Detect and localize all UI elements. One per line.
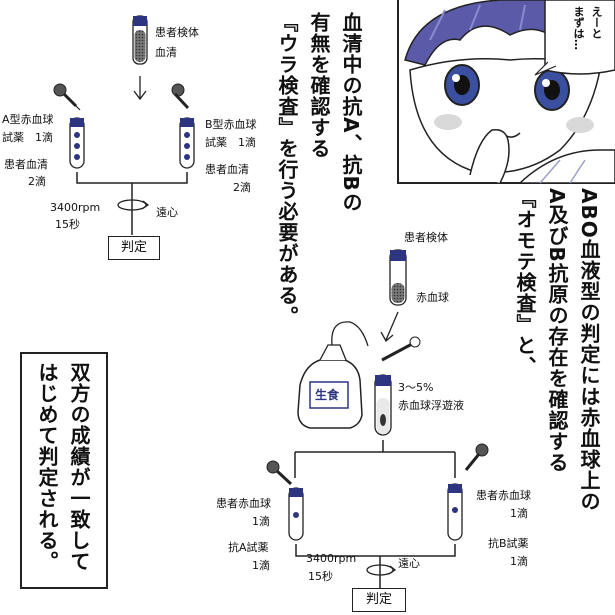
speech-line-2: まずは… [572,6,585,50]
omote-suspension-percent: 3〜5% [398,381,434,394]
omote-right-pipette [464,443,489,471]
omote-left-reagent: 抗A試薬 [228,541,269,554]
ura-centrifuge-speed: 3400rpm [50,201,101,214]
speech-line-1: えーと [590,6,603,39]
omote-sample-tube [389,249,407,306]
omote-suspension-tube [374,374,392,436]
ura-left-reagent: A型赤血球 [2,113,54,126]
ura-left-serum: 患者血清 [4,158,48,171]
ura-right-reagent-amount: 試薬 1滴 [205,136,256,149]
ura-centrifuge-time: 15秒 [55,218,80,231]
ura-heading-line-1: 血清中の抗A、抗Bの [339,12,363,213]
ura-sample-tube [132,15,148,65]
omote-right-tube [447,483,463,541]
omote-suspension-label: 赤血球浮遊液 [398,399,464,412]
ura-heading-line-3: 『ウラ検査』を行う必要がある。 [275,12,299,327]
omote-left-tube [288,487,304,541]
ura-left-reagent-amount: 試薬 1滴 [2,131,53,144]
ura-left-pipette [53,83,81,111]
omote-sample-label: 患者検体 [404,231,448,244]
omote-centrifuge-time: 15秒 [308,570,333,583]
omote-left-pipette [266,460,293,486]
omote-right-reagent-amount: 1滴 [510,555,528,568]
omote-right-cells: 患者赤血球 [476,489,531,502]
ura-centrifuge-label: 遠心 [156,206,178,219]
ura-right-serum-amount: 2滴 [233,181,251,194]
ura-heading-line-2: 有無を確認する [307,12,331,159]
ura-left-serum-amount: 2滴 [28,175,46,188]
omote-left-reagent-amount: 1滴 [252,559,270,572]
conclusion-line-2: はじめて判定される。 [35,362,59,572]
manga-panel [397,0,615,184]
ura-result-box: 判定 [108,236,160,260]
omote-heading-line-1: ABO血液型の判定には赤血球上の [577,188,601,512]
omote-heading-line-2: A及びB抗原の存在を確認する [545,188,569,473]
omote-centrifuge-label: 遠心 [398,557,420,570]
ura-right-tube [179,117,195,169]
conclusion-box: 双方の成績が一致して はじめて判定される。 [20,352,108,589]
ura-right-pipette [171,83,190,110]
omote-centrifuge-speed: 3400rpm [306,552,357,565]
conclusion-line-1: 双方の成績が一致して [67,362,91,572]
ura-diagram [53,15,195,235]
saline-bottle-label: 生食 [315,388,340,402]
ura-right-serum: 患者血清 [205,163,249,176]
ura-left-tube [69,117,85,169]
omote-diagram [266,249,489,590]
omote-rbc-label: 赤血球 [416,291,449,304]
omote-result-box: 判定 [352,588,406,612]
omote-right-reagent: 抗B試薬 [488,537,529,550]
omote-left-cells-amount: 1滴 [252,515,270,528]
omote-heading-line-3: 『オモテ検査』と、 [513,188,537,377]
ura-sample-label: 患者検体 [155,26,199,39]
ura-sample-sublabel: 血清 [155,46,177,59]
omote-right-cells-amount: 1滴 [510,507,528,520]
ura-right-reagent: B型赤血球 [205,118,257,131]
omote-left-cells: 患者赤血球 [216,497,271,510]
omote-pipette-transfer [381,336,421,362]
saline-bottle [297,321,369,429]
